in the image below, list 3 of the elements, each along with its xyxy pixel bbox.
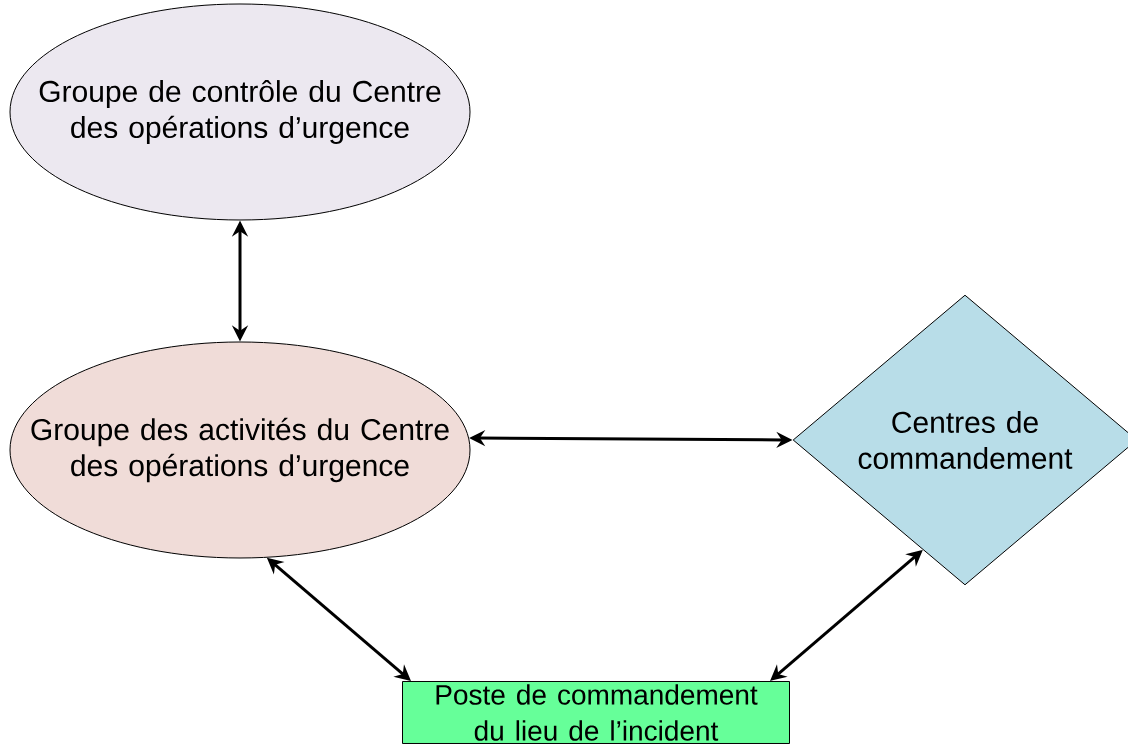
ellipse-node: Groupe de contrôle du Centre des opérations d’urgence <box>9 3 471 221</box>
process-box: Poste de commandement du lieu de l’incident <box>402 681 790 744</box>
ellipse-node: Groupe des activités du Centre des opérations d’urgence <box>9 341 471 559</box>
